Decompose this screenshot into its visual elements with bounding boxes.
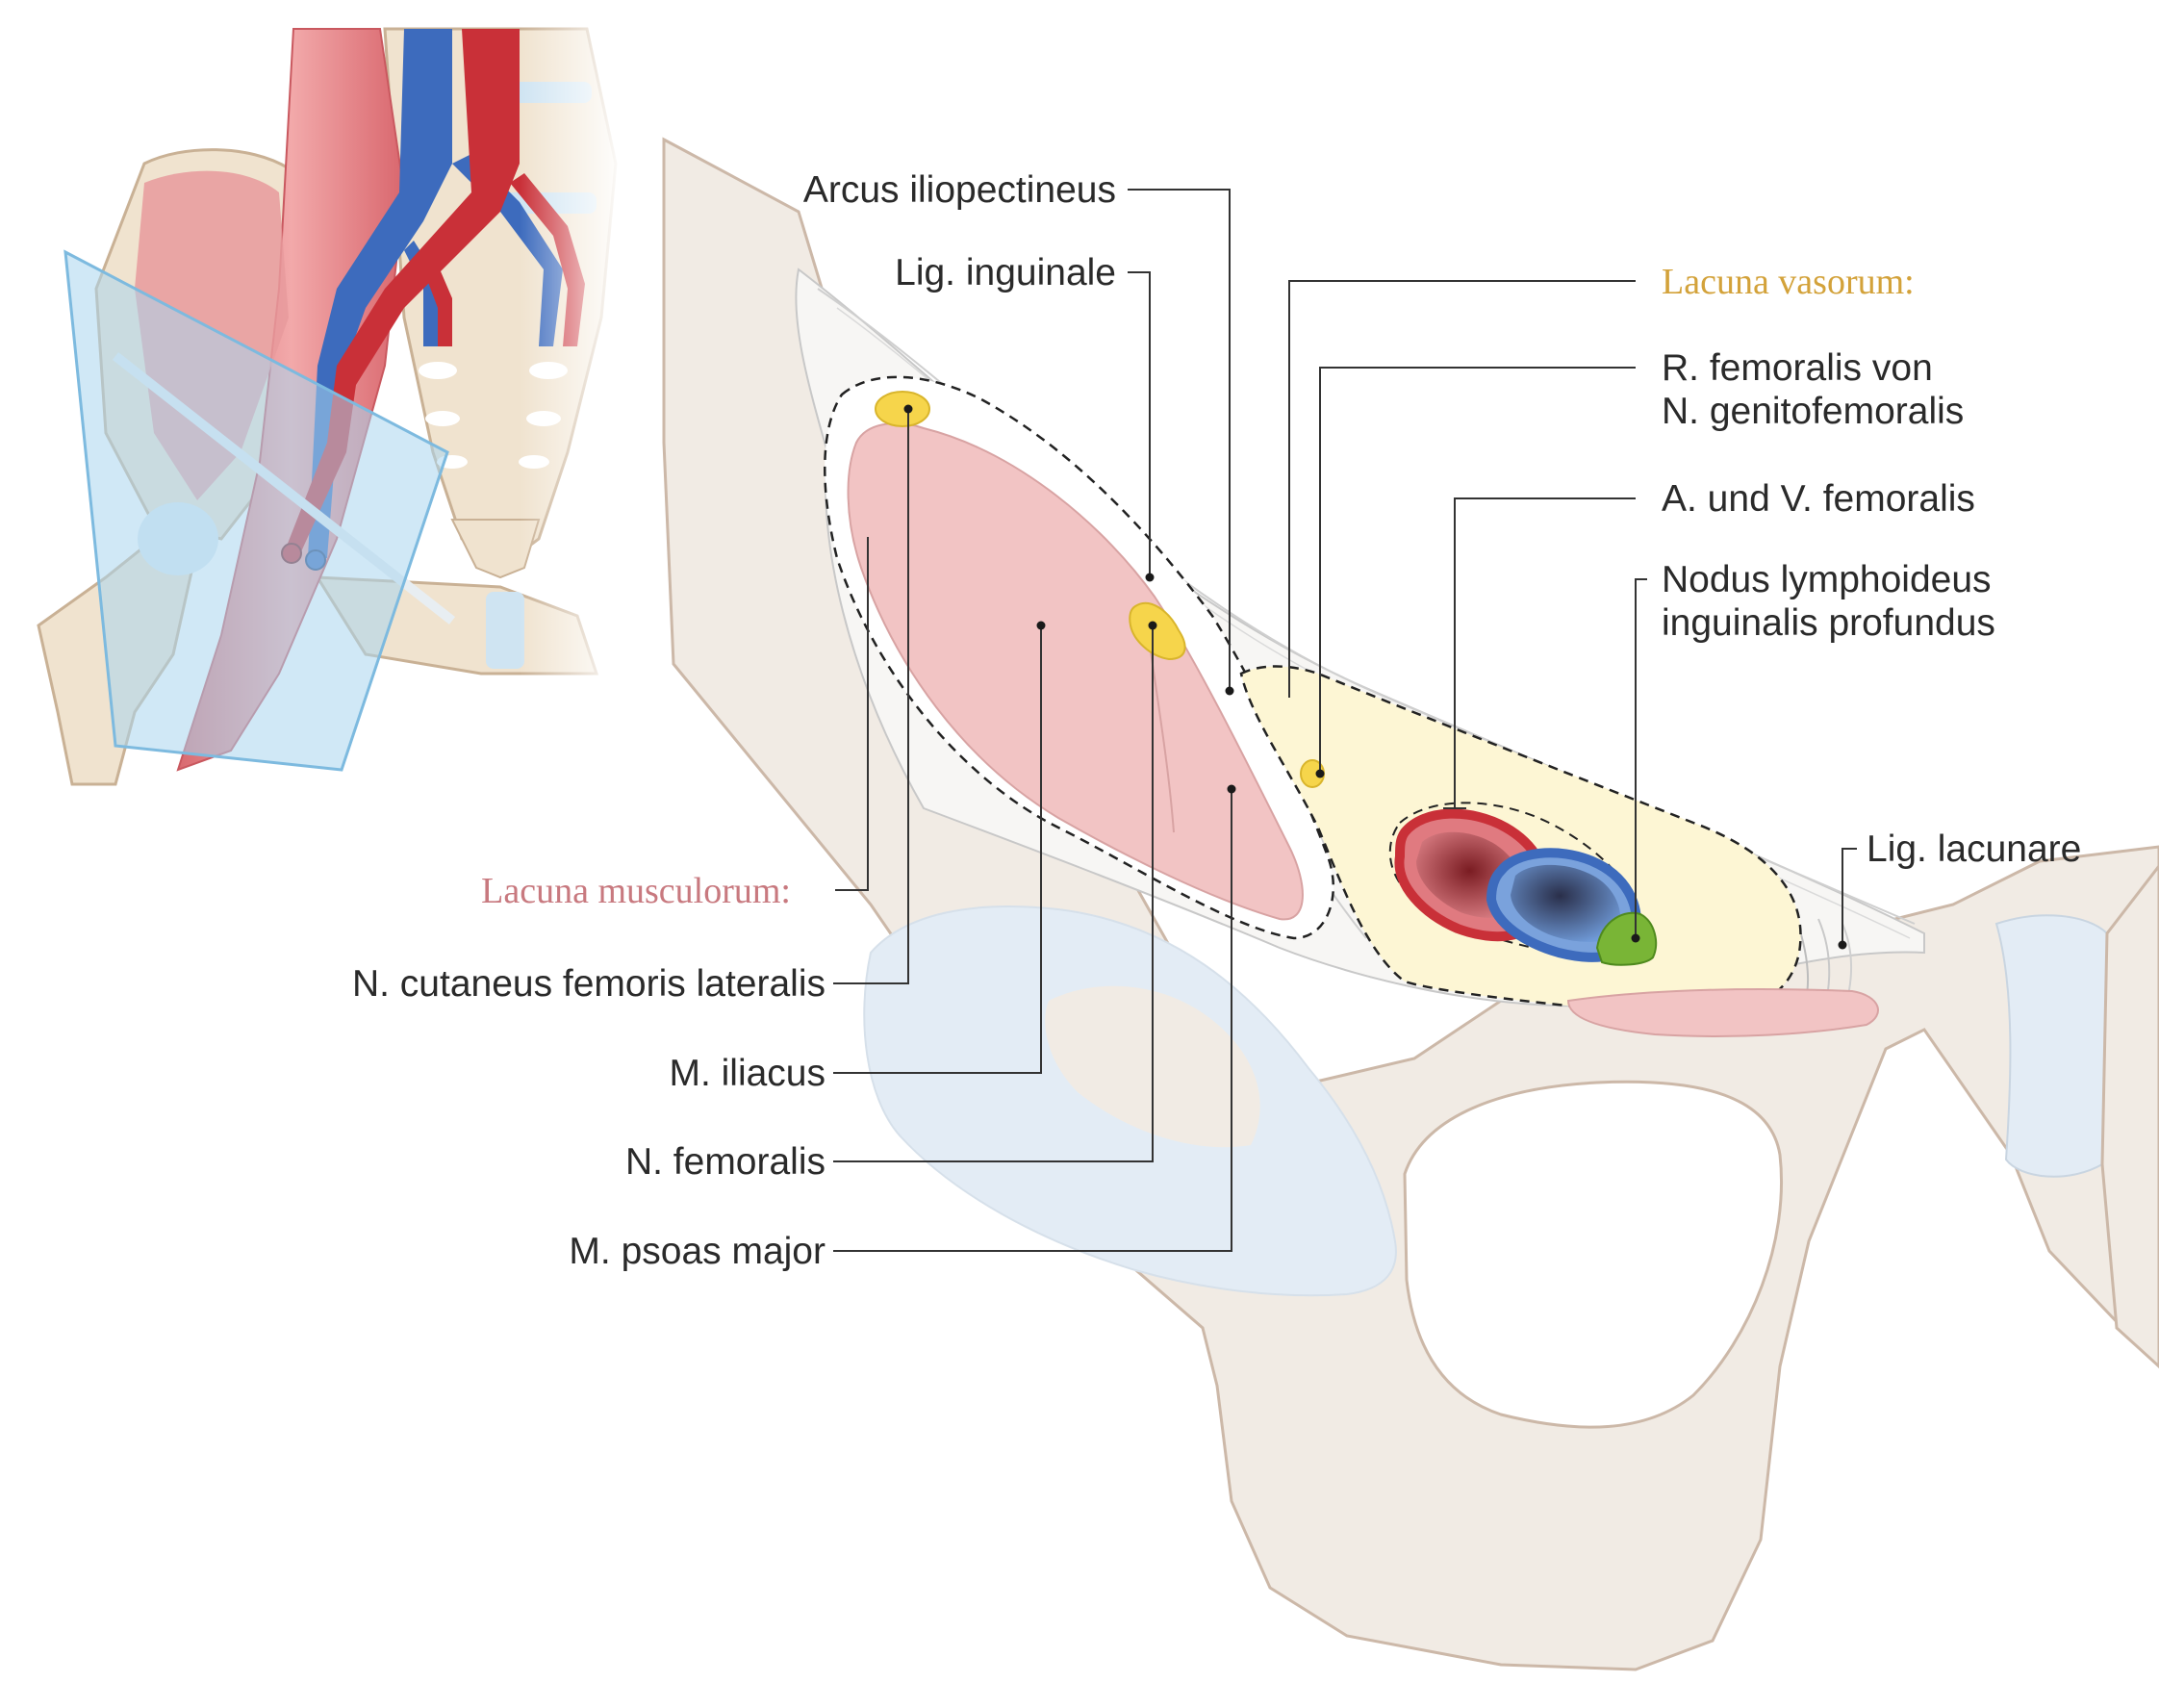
label-m-iliacus: M. iliacus <box>669 1053 826 1094</box>
label-nodus-line1: Nodus lymphoideus <box>1662 559 1992 600</box>
label-lig-lacunare: Lig. lacunare <box>1867 829 2081 870</box>
leader-dot <box>1838 940 1847 950</box>
n-cutaneus-femoris-lateralis-shape <box>875 391 930 427</box>
leader-a-v-femoralis <box>1454 497 1636 808</box>
pectineus-sliver <box>1566 988 1879 1037</box>
label-m-psoas: M. psoas major <box>569 1231 826 1272</box>
n-femoralis-shape <box>1129 601 1186 661</box>
leader-m-iliacus <box>833 625 1042 1074</box>
inset-overview-illustration <box>37 19 625 789</box>
leader-dot <box>1148 621 1157 630</box>
labels: Arcus iliopectineus Lig. inguinale Lacun… <box>352 169 2081 1272</box>
leader-dot <box>903 404 913 414</box>
inset-section-plane <box>64 249 449 772</box>
leader-dot <box>1227 784 1236 794</box>
label-lig-inguinale: Lig. inguinale <box>895 252 1116 293</box>
leader-dot <box>1145 573 1155 582</box>
inset-foramen <box>425 411 460 426</box>
leader-lig-lacunare <box>1842 848 1857 945</box>
pubis-right <box>2100 863 2159 1369</box>
leader-dot <box>1315 769 1325 778</box>
leader-m-psoas <box>833 789 1232 1252</box>
inset-artery-branch <box>423 265 452 346</box>
label-n-femoralis: N. femoralis <box>625 1141 826 1183</box>
femoral-vein-lumen <box>1511 864 1621 942</box>
label-n-cutaneus: N. cutaneus femoris lateralis <box>352 963 826 1005</box>
heading-lacuna-musculorum: Lacuna musculorum: <box>481 871 791 911</box>
leader-nodus-lymphoideus <box>1635 578 1647 938</box>
inset-fade <box>520 19 625 789</box>
leader-dot <box>1631 933 1640 943</box>
label-r-femoralis-line2: N. genitofemoralis <box>1662 391 1964 432</box>
femoral-sheath-outline <box>1388 802 1642 957</box>
inset-symphysis <box>486 592 524 669</box>
leader-dot <box>1036 621 1046 630</box>
heading-lacuna-vasorum: Lacuna vasorum: <box>1662 262 1915 302</box>
leader-dot <box>1225 686 1234 696</box>
pubic-symphysis <box>1994 914 2114 1178</box>
label-nodus-line2: inguinalis profundus <box>1662 602 1995 644</box>
lymph-node <box>1595 911 1658 966</box>
leader-r-femoralis <box>1319 367 1636 774</box>
inset-vein <box>308 29 452 558</box>
leader-lacuna-musculorum <box>835 537 869 891</box>
leader-n-femoralis <box>833 625 1154 1162</box>
leader-n-cutaneus <box>833 409 909 984</box>
leader-arcus-iliopectineus <box>1128 189 1231 691</box>
label-a-v-femoralis: A. und V. femoralis <box>1662 478 1975 520</box>
leader-lacuna-vasorum <box>1288 280 1636 698</box>
label-arcus-iliopectineus: Arcus iliopectineus <box>803 169 1116 211</box>
label-r-femoralis-line1: R. femoralis von <box>1662 347 1933 389</box>
leader-lig-inguinale <box>1128 271 1151 577</box>
pelvis-cross-section <box>662 137 2159 1671</box>
leader-lines <box>833 189 1857 1252</box>
iliopsoas-muscle <box>847 422 1304 921</box>
inset-foramen <box>419 362 457 379</box>
